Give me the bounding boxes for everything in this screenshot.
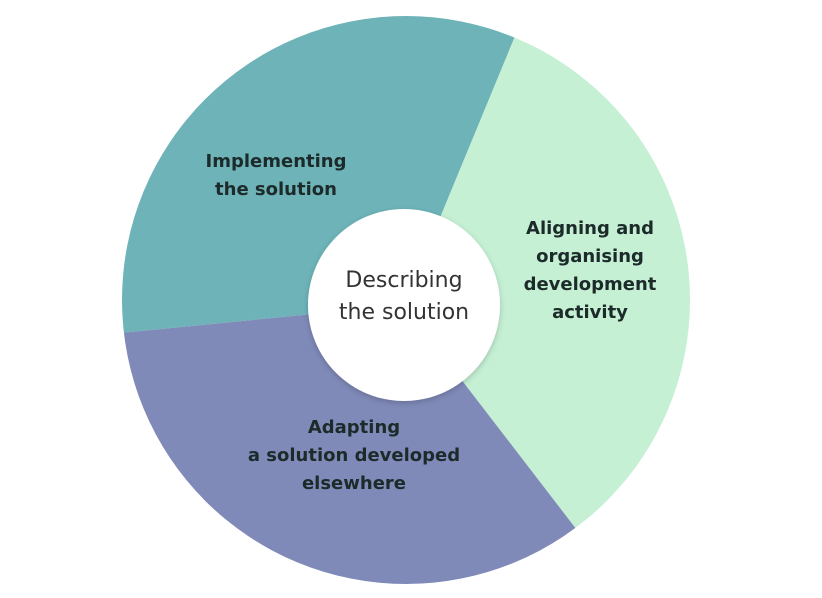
label-line: a solution developed <box>247 445 461 466</box>
label-line: activity <box>552 302 628 323</box>
center-circle <box>308 209 500 401</box>
label-line: Adapting <box>307 417 401 438</box>
label-line: the solution <box>215 179 337 200</box>
center-line: the solution <box>338 300 470 325</box>
label-implementing: Implementing the solution <box>206 148 347 204</box>
center-label: Describing the solution <box>339 265 469 329</box>
label-line: elsewhere <box>301 473 407 494</box>
label-line: Implementing <box>205 151 347 172</box>
segment-aligning <box>404 16 690 584</box>
label-line: Aligning and <box>526 218 654 239</box>
label-line: organising <box>536 246 644 267</box>
label-aligning: Aligning and organising development acti… <box>524 215 657 327</box>
label-adapting: Adapting a solution developed elsewhere <box>248 414 460 498</box>
label-line: development <box>523 274 657 295</box>
center-line: Describing <box>345 268 463 293</box>
